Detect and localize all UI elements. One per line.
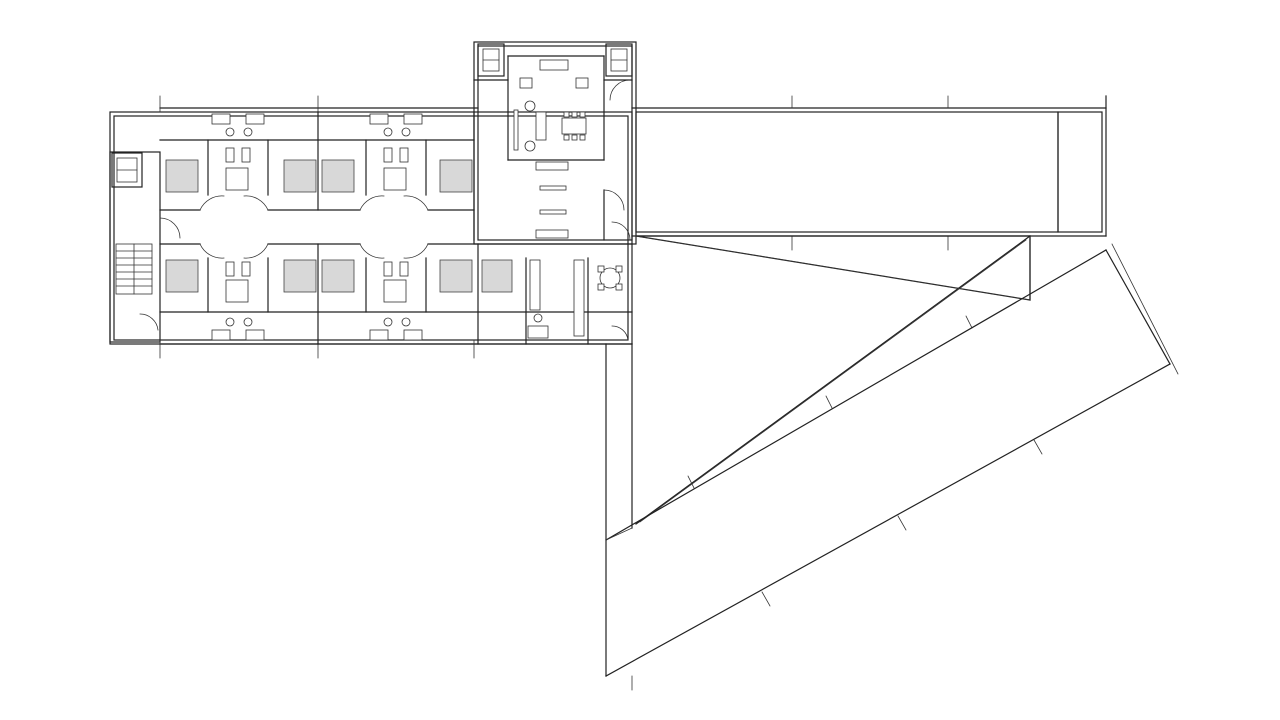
bed-4 [439,159,473,193]
lounge-block [473,41,637,341]
residential-wing [109,95,633,359]
sofa-top [539,59,569,71]
sofa-bottom [535,229,569,239]
dining-table [561,117,587,135]
left-entry-block [109,151,161,343]
canopy-diagonal-upper [635,235,1031,525]
bathroom-fixtures-lower [211,261,549,341]
canopy-diagonal-lower [605,243,1179,691]
bathroom-fixtures-upper [211,113,423,191]
wing-inner-wall [113,115,629,341]
bed-3 [321,159,355,193]
elevator-top-right [605,43,633,77]
bed-5 [165,259,199,293]
bed-8 [439,259,473,293]
sofa-mid [535,161,569,171]
wing-outer-wall [109,111,633,345]
elevator-top-left [477,43,505,77]
bed-9 [481,259,513,293]
kitchen-area [529,259,623,337]
elevator-left [111,152,143,188]
bed-1 [165,159,199,193]
bed-7 [321,259,355,293]
staircase [115,243,153,295]
sofa-side [535,111,547,141]
bed-2 [283,159,317,193]
bed-6 [283,259,317,293]
canopy-rectangle [631,95,1107,251]
